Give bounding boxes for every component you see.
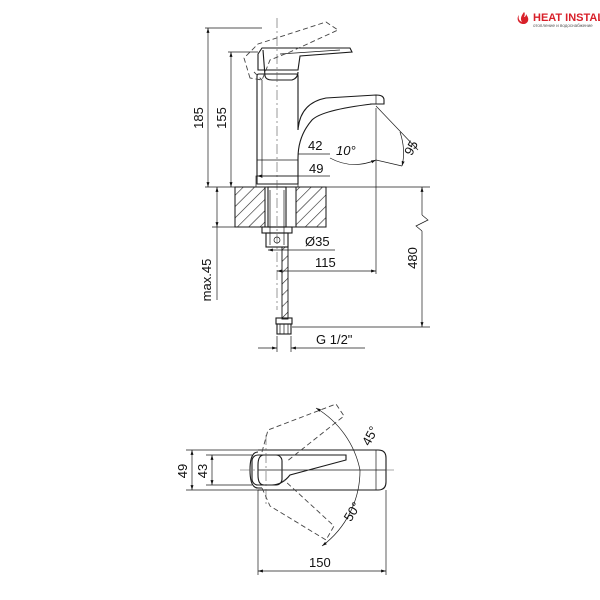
logo-tagline: отопление и водоснабжение [533,23,593,28]
label-50-degree: 50° [341,499,364,524]
top-lever-alt-right [261,479,335,541]
brand-logo: HEAT INSTALL отопление и водоснабжение [517,12,600,28]
top-lever [257,454,347,486]
label-49-side: 49 [309,161,323,176]
dimension-hose-length: 480 [292,186,430,328]
counter-section [234,186,327,228]
dimension-top-length: 150 [257,490,387,575]
rotation-arc-45: 45° [315,407,381,471]
flexible-hose [275,246,293,335]
dimension-spout-reach: 115 [277,108,377,274]
label-10-degree: 10° [336,143,356,158]
dimension-body-height: 155 [214,51,258,187]
dimension-total-height: 185 [191,27,262,188]
label-95: 95 [401,138,421,158]
dimension-max-counter-thickness: max.45 [199,187,235,301]
logo-name: HEAT INSTALL [533,12,600,24]
dimension-connection-thread: G 1/2" [258,332,365,352]
label-150: 150 [309,555,331,570]
label-185: 185 [191,107,206,129]
label-g-half-inch: G 1/2" [316,332,353,347]
dimension-spout-clearance: 42 [298,138,330,155]
label-42: 42 [308,138,322,153]
dimension-base-diameter: 49 [257,161,330,178]
faucet-body [255,73,385,188]
flame-icon [517,12,529,25]
dimension-thread-diameter: Ø35 [268,234,335,252]
label-155: 155 [214,107,229,129]
label-115: 115 [315,255,336,270]
label-480: 480 [405,247,420,269]
dimension-aerator-angle: 95 [375,105,421,167]
top-lever-alt-left [261,403,345,463]
label-49-top: 49 [175,464,190,478]
lever-handle-alt-position [243,21,339,81]
lever-handle [257,47,353,81]
label-diameter-35: Ø35 [305,234,330,249]
label-45-degree: 45° [359,424,381,448]
side-view: 185 155 42 10° 95 49 [191,18,430,352]
top-view: 45° 50° 49 43 150 [175,403,395,575]
rotation-arc-50: 50° [321,469,364,547]
dimension-spout-angle: 10° [329,143,377,165]
label-max-45: max.45 [199,259,214,302]
dimension-top-body-width: 43 [195,454,252,486]
mounting-shank [261,186,293,248]
dimension-top-base-width: 49 [175,449,258,491]
label-43: 43 [195,464,210,478]
